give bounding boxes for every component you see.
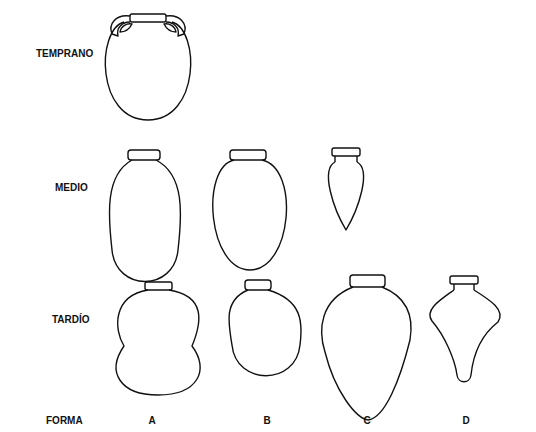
vessel-late-b [229,280,301,376]
vessel-late-a [116,282,200,395]
row-label: FORMA [46,415,83,427]
vessel-early [105,14,190,120]
row-label: MEDIO [55,182,88,194]
vessel-late-d [430,276,500,382]
vessel-middle-c [328,148,363,230]
form-letter: B [263,415,270,427]
row-label: TEMPRANO [36,48,93,60]
form-letter: D [462,415,469,427]
vessel-late-c [322,275,411,420]
form-letter: A [148,415,155,427]
row-label: TARDÍO [52,314,90,326]
form-letter: C [363,415,370,427]
vessel-middle-a [109,150,180,282]
vessel-middle-b [213,150,287,270]
